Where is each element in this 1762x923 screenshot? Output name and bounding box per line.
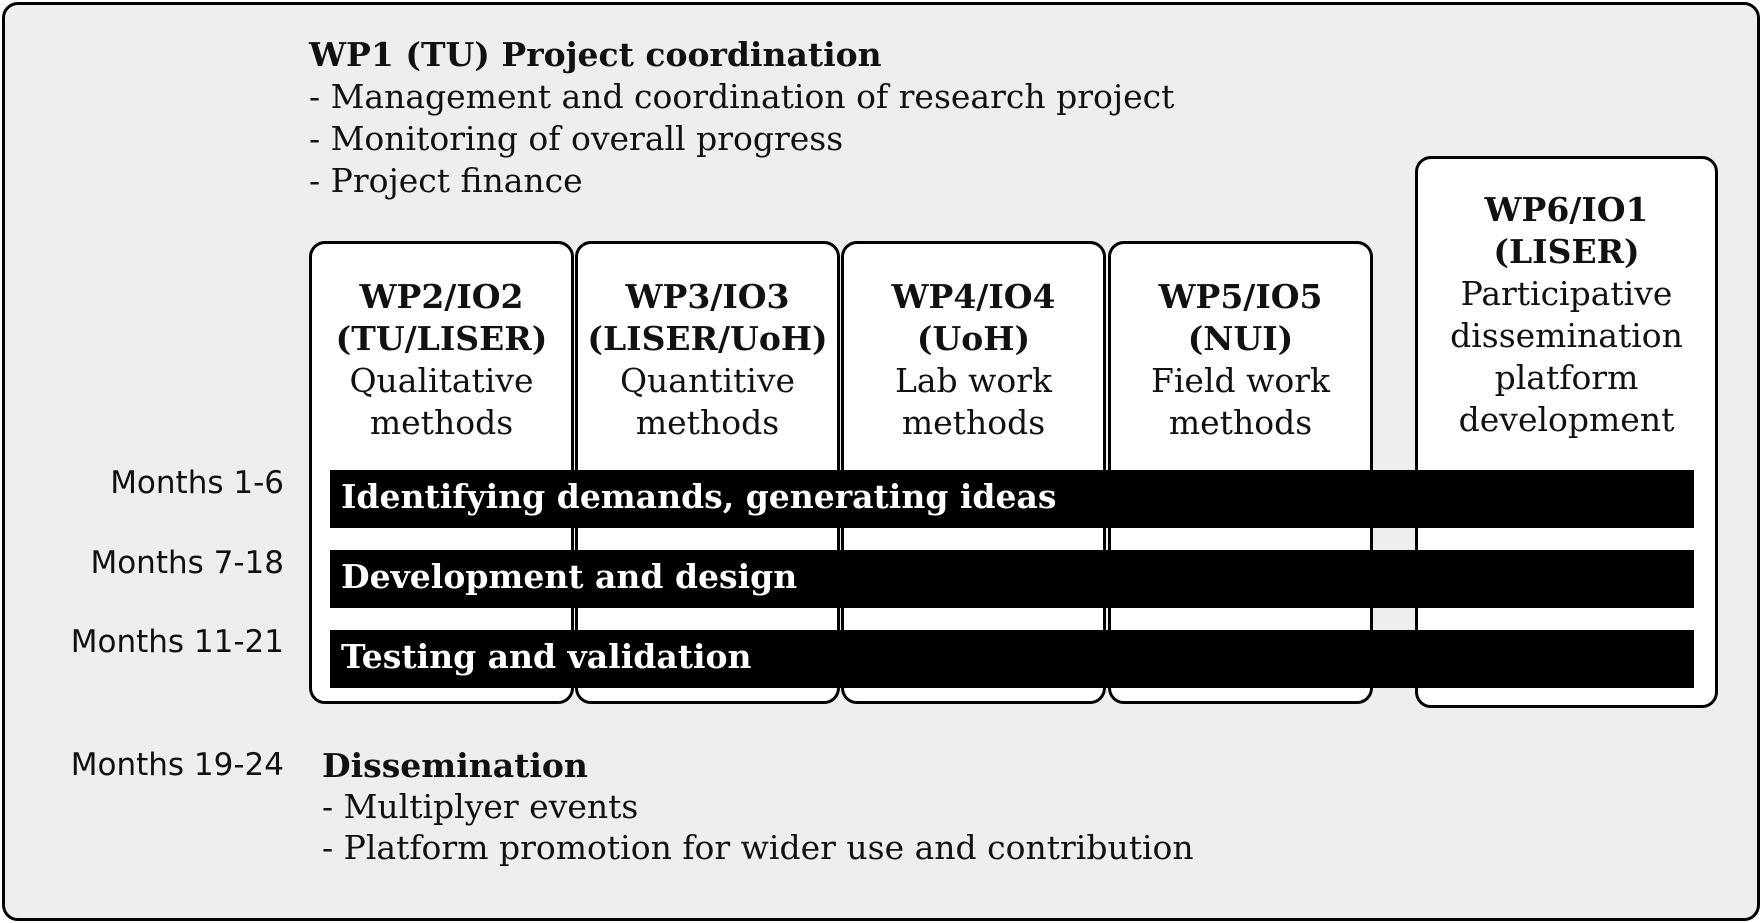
wp2-desc: Qualitative <box>349 361 534 400</box>
wp6-partner: (LISER) <box>1493 232 1640 271</box>
dissemination-title: Dissemination <box>322 746 588 785</box>
wp5-id: WP5/IO5 <box>1158 277 1323 316</box>
wp1-title: WP1 (TU) Project coordination <box>309 35 882 74</box>
wp5-desc: methods <box>1168 403 1313 442</box>
wp2-desc: methods <box>369 403 514 442</box>
wp1-item: - Project finance <box>309 161 583 200</box>
wp2-id: WP2/IO2 <box>359 277 524 316</box>
month-label-dissemination: Months 19-24 <box>70 747 284 783</box>
month-label-phase-3: Months 11-21 <box>70 624 284 660</box>
wp4-desc: Lab work <box>894 361 1053 400</box>
wp6-box: WP6/IO1 (LISER) Participative disseminat… <box>1415 156 1718 708</box>
wp1-item: - Management and coordination of researc… <box>309 77 1175 116</box>
wp6-desc: platform <box>1494 358 1639 397</box>
wp1-item: - Monitoring of overall progress <box>309 119 844 158</box>
wp3-partner: (LISER/UoH) <box>587 319 828 358</box>
wp2-partner: (TU/LISER) <box>335 319 548 358</box>
phase-bar-identifying: Identifying demands, generating ideas <box>330 470 1694 528</box>
wp5-partner: (NUI) <box>1187 319 1294 358</box>
wp3-desc: methods <box>635 403 780 442</box>
phase-bar-development: Development and design <box>330 550 1694 608</box>
wp6-id: WP6/IO1 <box>1484 190 1649 229</box>
dissemination-block: Dissemination - Multiplyer events - Plat… <box>322 745 1194 868</box>
wp3-id: WP3/IO3 <box>625 277 790 316</box>
wp5-desc: Field work <box>1150 361 1331 400</box>
wp6-desc: development <box>1458 400 1675 439</box>
wp4-id: WP4/IO4 <box>891 277 1056 316</box>
phase-bar-testing: Testing and validation <box>330 630 1694 688</box>
month-label-phase-1: Months 1-6 <box>110 465 284 501</box>
wp4-desc: methods <box>901 403 1046 442</box>
dissemination-item: - Multiplyer events <box>322 787 639 826</box>
wp3-desc: Quantitive <box>619 361 796 400</box>
wp2-box: WP2/IO2 (TU/LISER) Qualitative methods <box>309 241 574 704</box>
wp6-desc: Participative <box>1460 274 1673 313</box>
wp4-partner: (UoH) <box>916 319 1031 358</box>
wp6-desc: dissemination <box>1450 316 1683 355</box>
dissemination-item: - Platform promotion for wider use and c… <box>322 828 1194 867</box>
wp1-block: WP1 (TU) Project coordination - Manageme… <box>309 34 1174 202</box>
month-label-phase-2: Months 7-18 <box>90 545 284 581</box>
